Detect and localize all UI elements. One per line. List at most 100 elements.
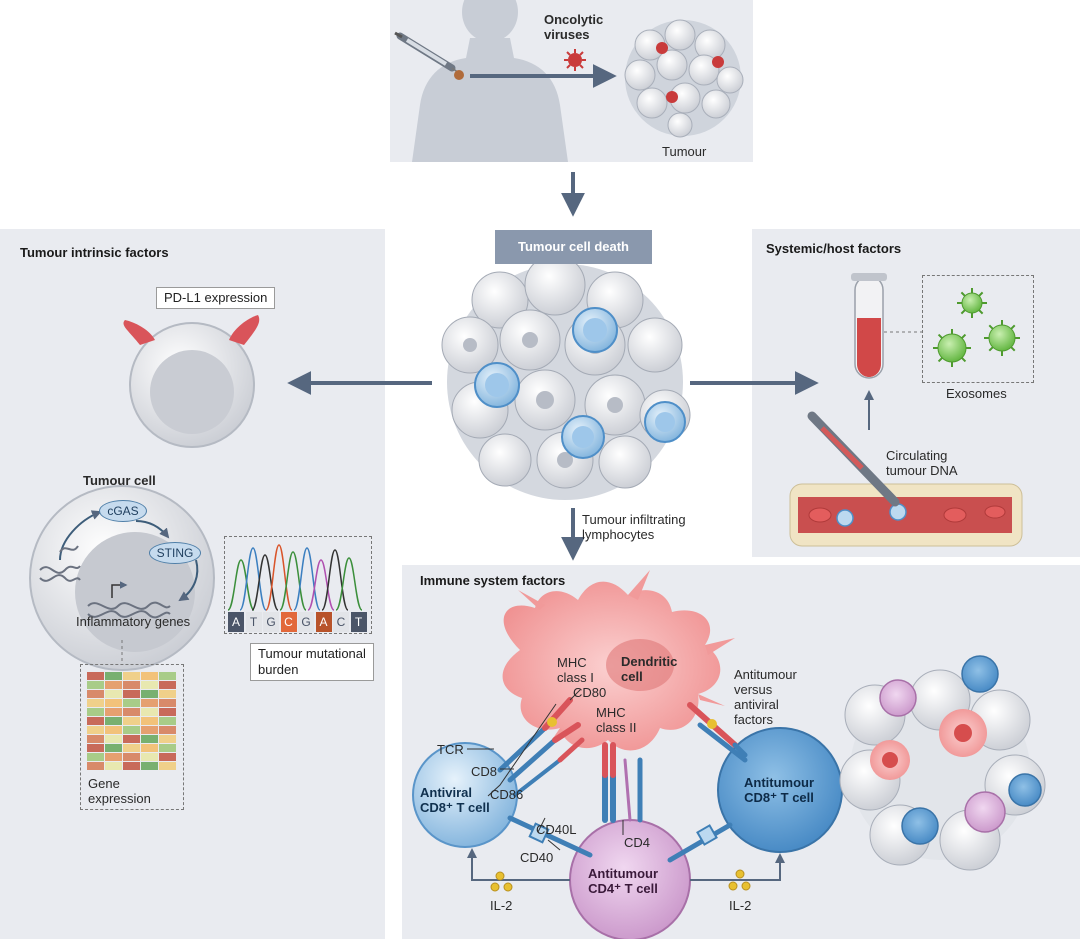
heatmap-cell [105, 753, 122, 761]
gene-expression-heatmap [87, 672, 176, 770]
heatmap-cell [105, 708, 122, 716]
dendritic-cell-label: Dendritic cell [621, 654, 678, 684]
heatmap-cell [141, 735, 158, 743]
heatmap-cell [159, 672, 176, 680]
cd8-label: CD8 [471, 764, 498, 779]
heatmap-cell [87, 672, 104, 680]
tumour-mass [624, 19, 744, 138]
heatmap-cell [105, 672, 122, 680]
syringe-icon [394, 31, 464, 80]
heatmap-cell [159, 726, 176, 734]
base-6: A [315, 612, 332, 632]
heatmap-cell [123, 699, 140, 707]
til-label: Tumour infiltrating lymphocytes [582, 512, 686, 542]
cd86-label: CD86 [490, 787, 524, 802]
cd40-label: CD40 [520, 850, 554, 865]
il2-arrow-right [690, 853, 785, 881]
heatmap-cell [141, 699, 158, 707]
heatmap-cell [123, 690, 140, 698]
tcr-label: TCR [437, 742, 464, 757]
exosome-icon [933, 329, 971, 367]
cd4-label: CD4 [624, 835, 651, 850]
heatmap-cell [87, 735, 104, 743]
heatmap-cell [105, 681, 122, 689]
blood-vessel [789, 483, 1023, 547]
heatmap-cell [105, 726, 122, 734]
tumour-cell-label: Tumour cell [83, 473, 156, 488]
mhc2-label: MHC class II [596, 705, 637, 735]
il2-arrow-left [467, 848, 570, 881]
heatmap-dashed-frame [80, 664, 184, 810]
heatmap-cell [123, 717, 140, 725]
inflammatory-genes-label: Inflammatory genes [76, 614, 191, 629]
oncolytic-viruses-label: Oncolytic viruses [544, 12, 604, 42]
heatmap-cell [87, 744, 104, 752]
syringe-blood-draw [807, 411, 900, 507]
heatmap-cell [87, 690, 104, 698]
heatmap-cell [123, 762, 140, 770]
antitumour-vs-antiviral-label: Antitumour versus antiviral factors [734, 667, 797, 727]
heatmap-cell [123, 735, 140, 743]
tmb-dashed-frame [224, 536, 372, 634]
heatmap-cell [87, 717, 104, 725]
heatmap-cell [141, 681, 158, 689]
heatmap-cell [159, 735, 176, 743]
heatmap-cell [141, 672, 158, 680]
heatmap-cell [141, 717, 158, 725]
exosome-frame [922, 275, 1034, 383]
tumour-cell-death-pill: Tumour cell death [495, 230, 652, 264]
il2-dots [490, 869, 751, 892]
sequencing-trace [227, 544, 363, 611]
gene-expression-label: Gene expression [88, 776, 151, 806]
heatmap-cell [105, 762, 122, 770]
heatmap-cell [159, 717, 176, 725]
heatmap-cell [141, 708, 158, 716]
heatmap-cell [105, 717, 122, 725]
heatmap-cell [141, 753, 158, 761]
exosome-icons [933, 288, 1020, 367]
antitumour-cd8-label: Antitumour CD8⁺ T cell [744, 775, 815, 805]
il2-right-label: IL-2 [729, 898, 752, 913]
heatmap-cell [105, 690, 122, 698]
dying-tumour-cluster [441, 254, 691, 500]
heatmap-cell [87, 753, 104, 761]
heatmap-cell [105, 744, 122, 752]
antitumour-cd4-label: Antitumour CD4⁺ T cell [588, 866, 659, 896]
heatmap-cell [87, 726, 104, 734]
heatmap-cell [141, 762, 158, 770]
heatmap-cell [159, 753, 176, 761]
heatmap-cell [159, 699, 176, 707]
receptor-complexes [497, 697, 748, 863]
pdl1-box: PD-L1 expression [156, 287, 276, 309]
heatmap-cell [105, 735, 122, 743]
heatmap-cell [123, 708, 140, 716]
heatmap-cell [141, 726, 158, 734]
base-5: G [298, 612, 314, 632]
immune-tumour-cluster [839, 655, 1046, 871]
exosome-icon [984, 320, 1020, 356]
intrinsic-title: Tumour intrinsic factors [20, 245, 169, 260]
heatmap-cell [123, 753, 140, 761]
heatmap-cell [159, 681, 176, 689]
heatmap-cell [123, 672, 140, 680]
base-3: G [263, 612, 279, 632]
heatmap-cell [159, 690, 176, 698]
heatmap-cell [123, 744, 140, 752]
heatmap-cell [87, 708, 104, 716]
cgas-node: cGAS [99, 500, 147, 522]
base-2: T [245, 612, 262, 632]
heatmap-cell [123, 726, 140, 734]
heatmap-cell [87, 762, 104, 770]
heatmap-cell [87, 681, 104, 689]
heatmap-cell [105, 699, 122, 707]
base-8: T [350, 612, 367, 632]
exosomes-label: Exosomes [946, 386, 1007, 401]
heatmap-cell [159, 744, 176, 752]
heatmap-cell [141, 690, 158, 698]
exosome-icon [957, 288, 987, 318]
heatmap-cell [159, 762, 176, 770]
base-4: C [280, 612, 297, 632]
